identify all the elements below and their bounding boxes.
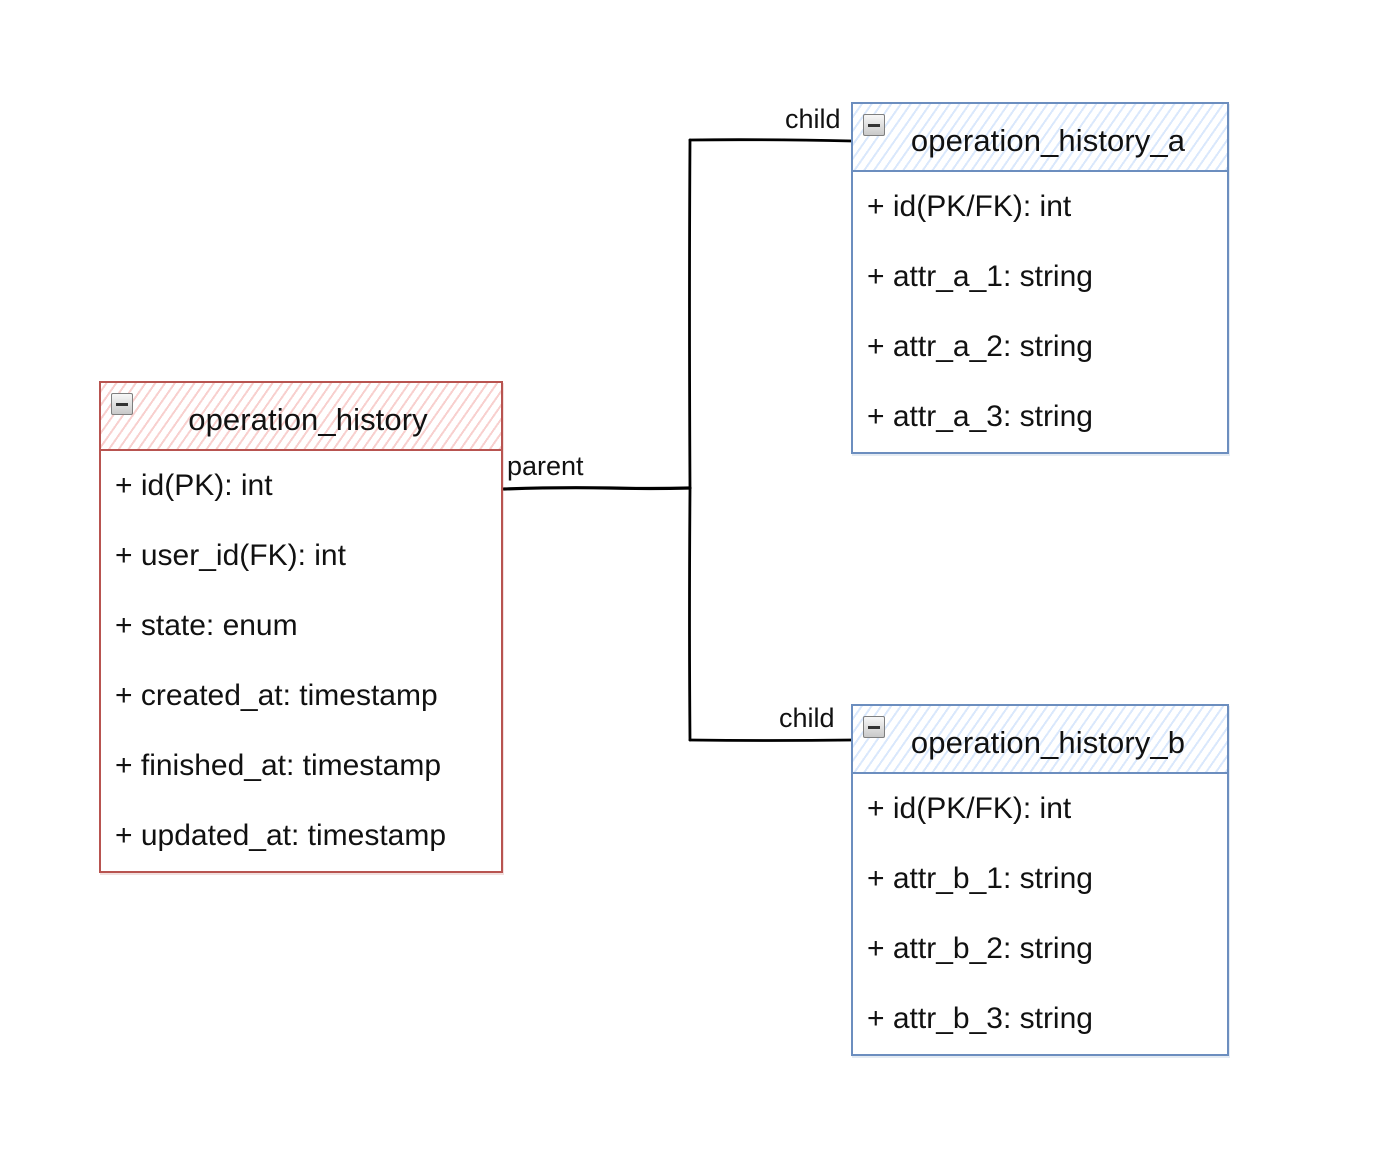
attribute-list: + id(PK): int + user_id(FK): int + state… (101, 451, 501, 871)
attribute-row[interactable]: + attr_b_3: string (867, 1002, 1093, 1035)
entity-operation-history-b[interactable]: operation_history_b + id(PK/FK): int + a… (851, 704, 1229, 1056)
attribute-row[interactable]: + id(PK/FK): int (867, 792, 1072, 825)
edge-label-parent: parent (507, 451, 584, 481)
attribute-row[interactable]: + attr_a_1: string (867, 260, 1093, 293)
minus-icon (116, 402, 128, 406)
entity-header[interactable]: operation_history_a (853, 104, 1227, 172)
connector-to-child-b (688, 738, 854, 742)
entity-header[interactable]: operation_history (101, 383, 501, 451)
connector-to-child-a (688, 138, 854, 143)
attribute-row[interactable]: + updated_at: timestamp (115, 819, 447, 852)
entity-title: operation_history_b (910, 724, 1186, 760)
attribute-row[interactable]: + finished_at: timestamp (115, 749, 442, 782)
attribute-row[interactable]: + state: enum (115, 609, 298, 642)
attribute-row[interactable]: + attr_a_2: string (867, 330, 1093, 363)
minus-icon (868, 123, 880, 127)
connector-vertical (688, 138, 692, 742)
minus-icon (868, 725, 880, 729)
attribute-list: + id(PK/FK): int + attr_a_1: string + at… (853, 172, 1227, 452)
entity-title: operation_history (188, 401, 428, 437)
entity-operation-history-a[interactable]: operation_history_a + id(PK/FK): int + a… (851, 102, 1229, 454)
edge-label-child-a: child (785, 104, 841, 134)
entity-header[interactable]: operation_history_b (853, 706, 1227, 774)
attribute-row[interactable]: + id(PK/FK): int (867, 190, 1072, 223)
entity-operation-history[interactable]: operation_history + id(PK): int + user_i… (99, 381, 503, 873)
attribute-row[interactable]: + attr_b_2: string (867, 932, 1093, 965)
collapse-icon[interactable] (111, 393, 133, 415)
edge-label-child-b: child (779, 703, 835, 733)
attribute-row[interactable]: + user_id(FK): int (115, 539, 346, 572)
connector-trunk (502, 486, 692, 491)
attribute-row[interactable]: + attr_a_3: string (867, 400, 1093, 433)
attribute-row[interactable]: + id(PK): int (115, 469, 273, 502)
attribute-row[interactable]: + created_at: timestamp (115, 679, 438, 712)
collapse-icon[interactable] (863, 716, 885, 738)
attribute-row[interactable]: + attr_b_1: string (867, 862, 1093, 895)
entity-title: operation_history_a (910, 122, 1186, 158)
attribute-list: + id(PK/FK): int + attr_b_1: string + at… (853, 774, 1227, 1054)
collapse-icon[interactable] (863, 114, 885, 136)
